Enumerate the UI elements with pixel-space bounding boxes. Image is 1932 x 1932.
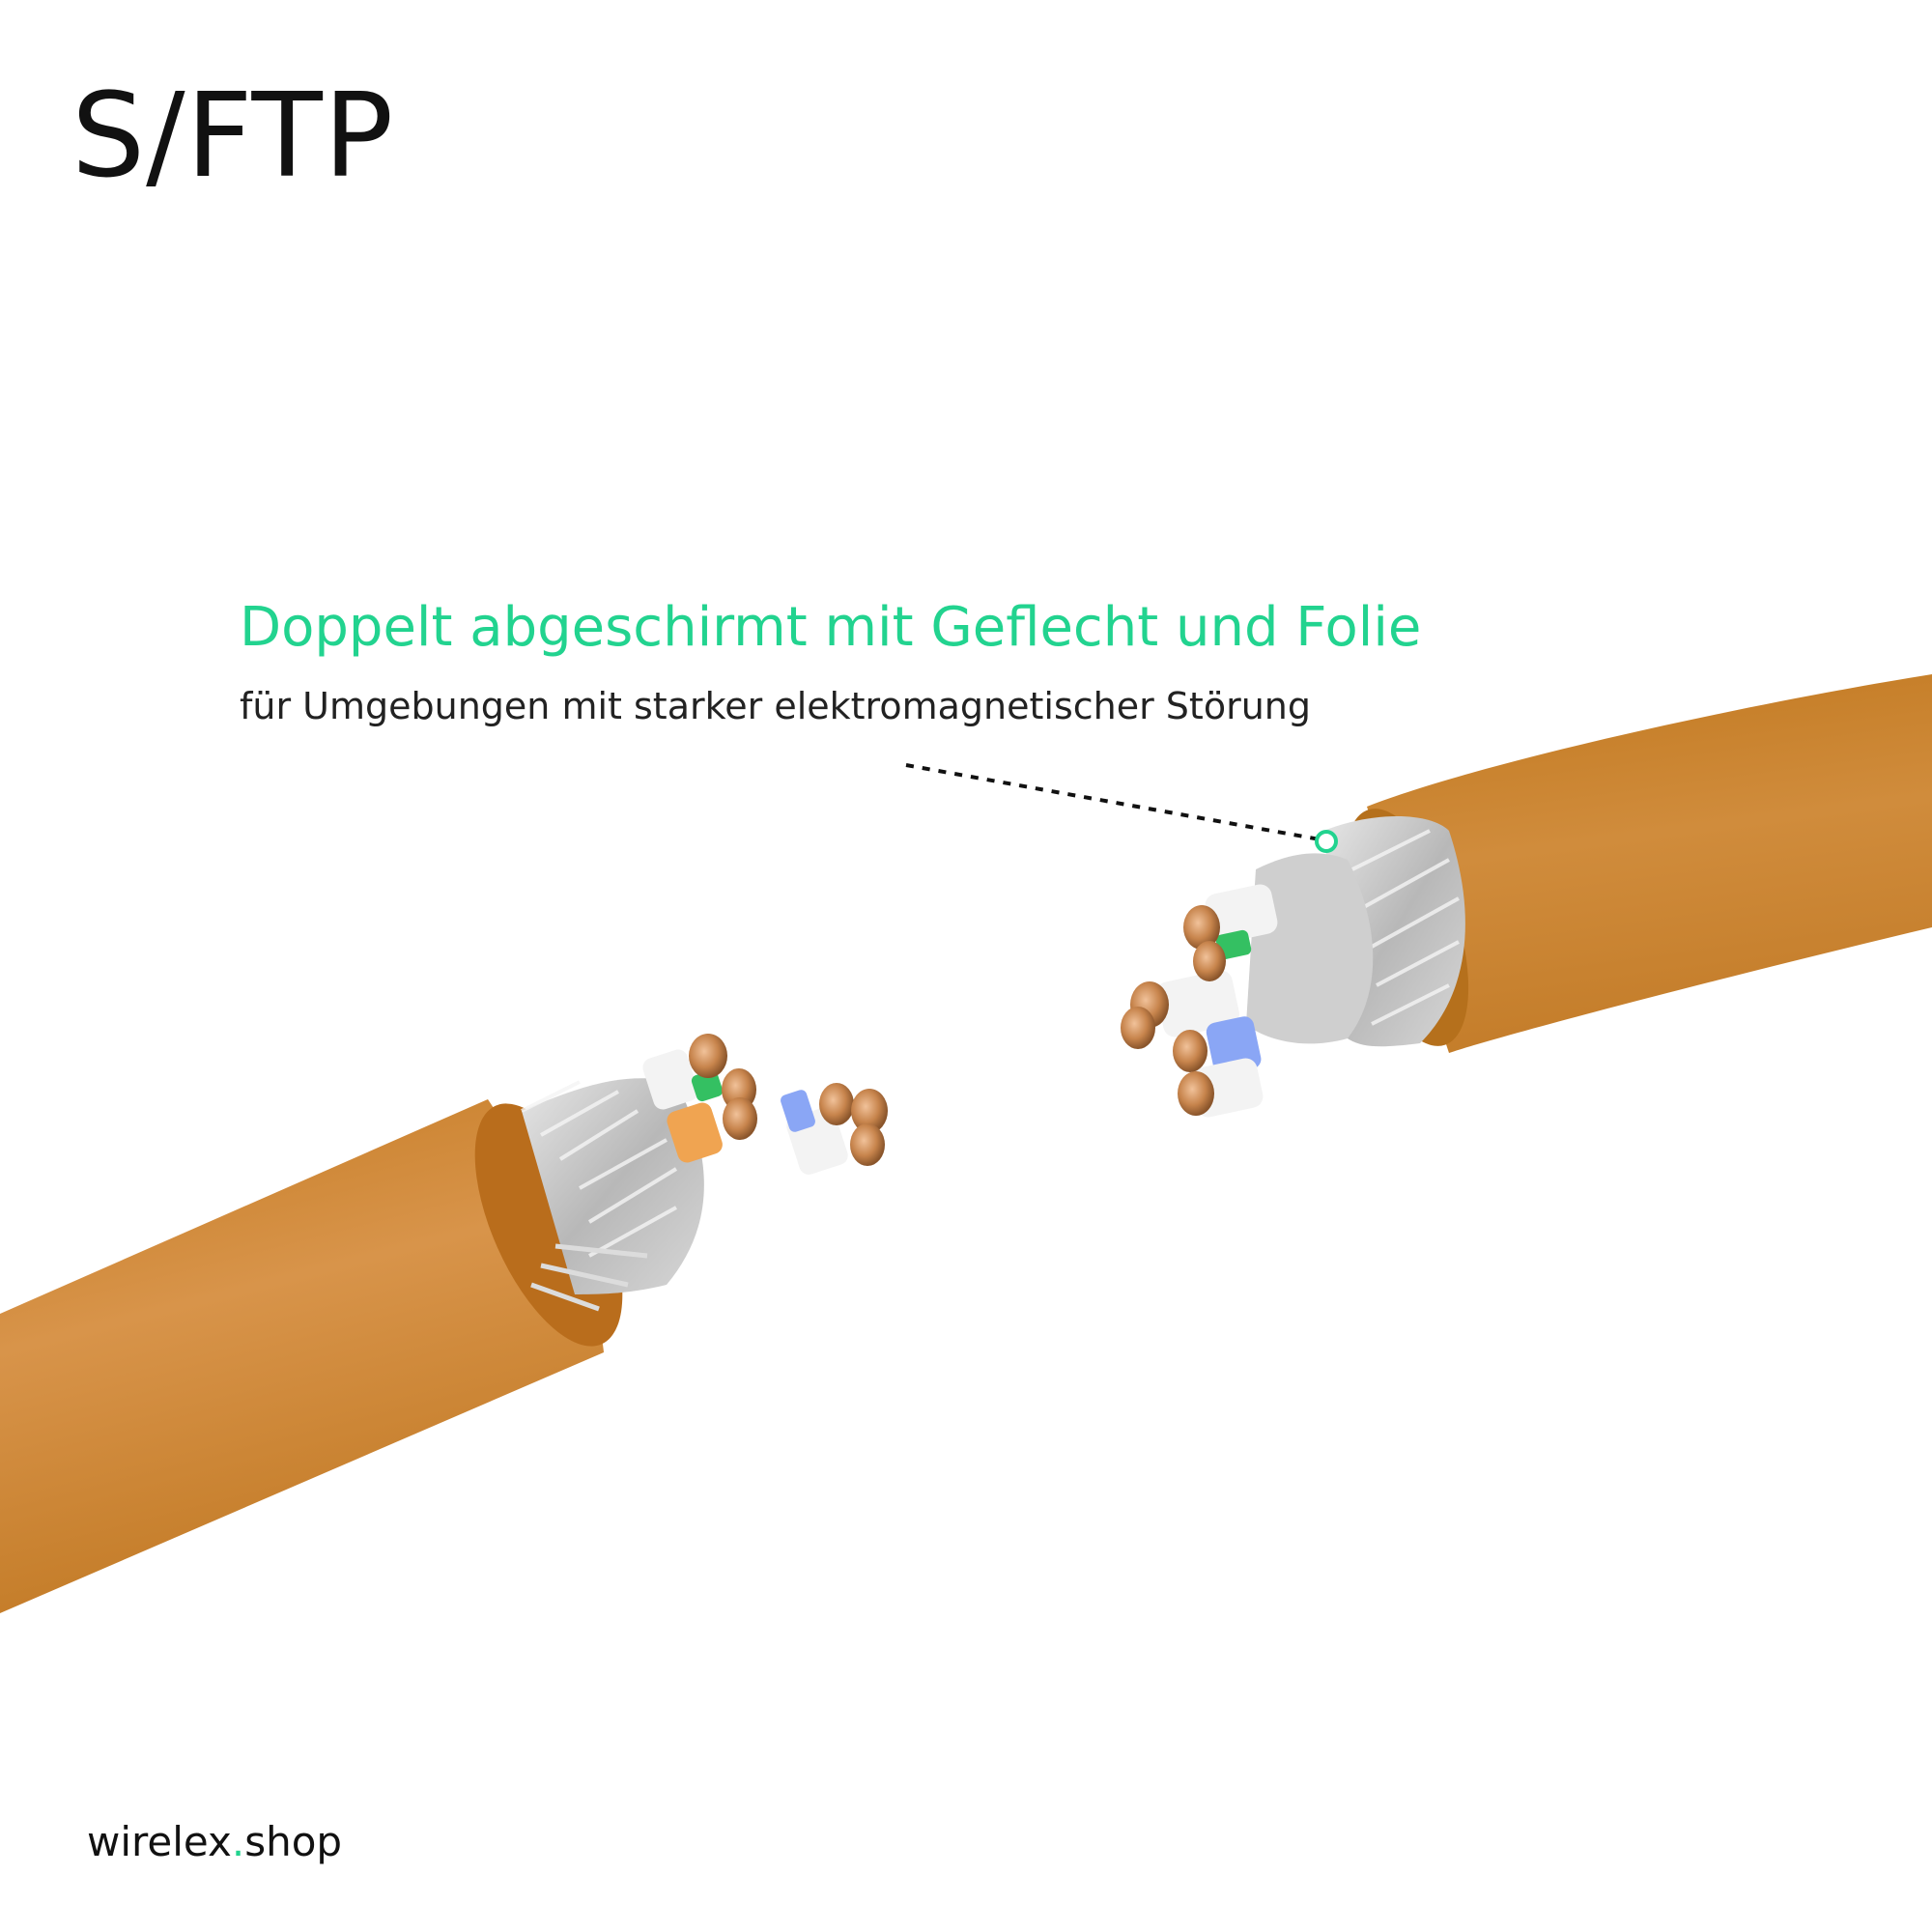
callout-subtext: für Umgebungen mit starker elektromagnet… bbox=[240, 685, 1311, 727]
callout-heading: Doppelt abgeschirmt mit Geflecht und Fol… bbox=[240, 596, 1422, 659]
right-pairs bbox=[1121, 884, 1278, 1118]
right-cable-end bbox=[1121, 674, 1932, 1118]
callout-leader bbox=[905, 763, 1338, 853]
brand-wordmark: wirelex.shop bbox=[87, 1822, 342, 1862]
right-braid-shield bbox=[1246, 816, 1465, 1047]
left-pairs bbox=[642, 1034, 888, 1175]
brand-name: wirelex bbox=[87, 1818, 232, 1865]
page-title: S/FTP bbox=[71, 70, 395, 204]
brand-dot: . bbox=[231, 1818, 245, 1865]
left-cable-end bbox=[0, 1034, 888, 1613]
brand-suffix: shop bbox=[244, 1818, 343, 1865]
left-braid-shield bbox=[521, 1078, 704, 1312]
